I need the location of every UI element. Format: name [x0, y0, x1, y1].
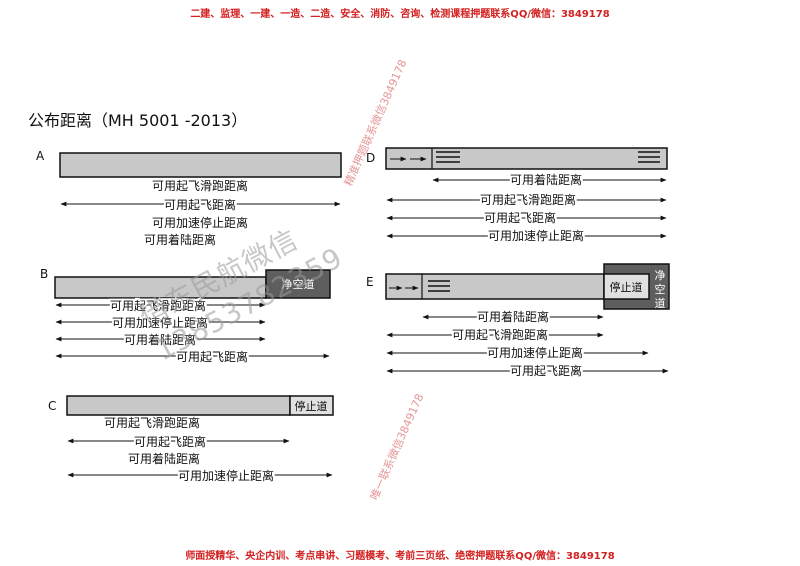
- panel-a-label-asda: 可用加速停止距离: [152, 215, 248, 230]
- panel-b-letter: B: [40, 267, 48, 281]
- panel-d: D 可用着陆距离 可用起飞滑跑距离 可用起飞距离 可用加速停止距离: [366, 147, 668, 245]
- panel-c-label-toda: 可用起飞距离: [134, 434, 206, 449]
- panel-b-label-asda: 可用加速停止距离: [112, 315, 208, 330]
- panel-c-label-lda: 可用着陆距离: [128, 451, 200, 466]
- panel-a-label-lda: 可用着陆距离: [144, 232, 216, 247]
- panel-c-label-asda: 可用加速停止距离: [178, 468, 274, 483]
- panel-b-label-toda: 可用起飞距离: [176, 349, 248, 364]
- panel-e-clearway-char-3: 道: [655, 296, 666, 310]
- panel-e-label-asda: 可用加速停止距离: [487, 345, 583, 360]
- panel-a-runway: [59, 152, 342, 178]
- panel-a-label-toda: 可用起飞距离: [164, 197, 236, 212]
- panel-d-threshold-marks-left: [436, 151, 460, 163]
- panel-b-clearway: [265, 269, 331, 299]
- panel-c-stopway: [289, 395, 334, 416]
- panel-e-clearway-char-1: 净: [655, 268, 666, 282]
- panel-d-label-toda: 可用起飞距离: [484, 210, 556, 225]
- panel-c-stopway-label: 停止道: [295, 399, 328, 413]
- panel-b: B 净空道 可用起飞滑跑距离 可用加速停止距离 可用着陆距离 可用起飞距离: [40, 267, 331, 366]
- panel-d-threshold-marks-right: [638, 151, 660, 163]
- panel-b-label-lda: 可用着陆距离: [124, 332, 196, 347]
- page-title: 公布距离（MH 5001 -2013）: [28, 111, 248, 130]
- panel-e-stopway: [603, 273, 650, 300]
- panel-c: C 停止道 可用起飞滑跑距离 可用起飞距离 可用着陆距离 可用加速停止距离: [48, 395, 334, 485]
- panel-b-clearway-label: 净空道: [282, 277, 315, 291]
- panel-d-label-lda: 可用着陆距离: [510, 172, 582, 187]
- footer-note: 师面授精华、央企内训、考点串讲、习题模考、考前三页纸、绝密押题联系QQ/微信：3…: [185, 551, 615, 562]
- panel-e-stopway-label: 停止道: [610, 280, 643, 294]
- panel-e: E 停止道 净 空 道 可用着陆距离 可用起飞滑跑距离 可用加速停止距离 可用起…: [366, 263, 670, 380]
- panel-c-label-tora: 可用起飞滑跑距离: [104, 415, 200, 430]
- panel-c-letter: C: [48, 399, 56, 413]
- panel-a-letter: A: [36, 149, 45, 163]
- panel-e-label-lda: 可用着陆距离: [477, 309, 549, 324]
- panel-e-threshold-marks: [428, 280, 450, 292]
- panel-d-label-tora: 可用起飞滑跑距离: [480, 192, 576, 207]
- panel-d-letter: D: [366, 151, 375, 165]
- panel-e-label-toda: 可用起飞距离: [510, 363, 582, 378]
- panel-e-label-tora: 可用起飞滑跑距离: [452, 327, 548, 342]
- panel-d-runway: [385, 147, 668, 170]
- panel-e-runway: [385, 273, 605, 300]
- panel-c-runway: [66, 395, 291, 416]
- panel-a: A 可用起飞滑跑距离 可用起飞距离 可用加速停止距离 可用着陆距离: [36, 149, 342, 247]
- panel-d-label-asda: 可用加速停止距离: [488, 228, 584, 243]
- header-note: 二建、监理、一建、一造、二造、安全、消防、咨询、检测课程押题联系QQ/微信：38…: [190, 9, 610, 20]
- panel-a-label-tora: 可用起飞滑跑距离: [152, 178, 248, 193]
- panel-e-clearway-char-2: 空: [655, 282, 666, 296]
- panel-e-letter: E: [366, 275, 374, 289]
- panel-b-label-tora: 可用起飞滑跑距离: [110, 298, 206, 313]
